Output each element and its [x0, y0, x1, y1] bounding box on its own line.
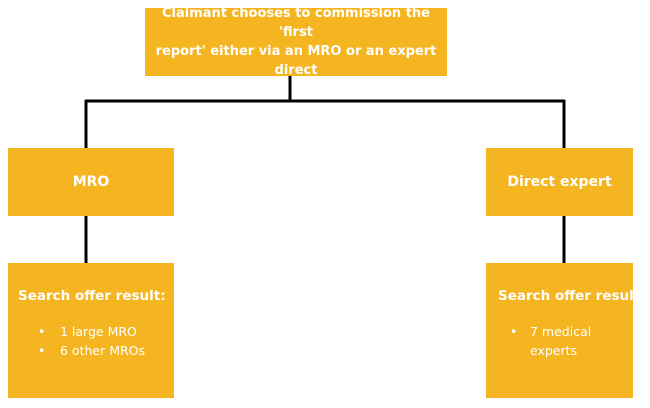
claimant-choice-line1: Claimant chooses to commission the 'firs… [162, 6, 430, 40]
direct-result-list: • 7 medical experts [498, 322, 633, 360]
direct-expert-box: Direct expert [486, 148, 633, 216]
mro-box: MRO [8, 148, 174, 216]
list-item: • 6 other MROs [18, 341, 174, 360]
claimant-choice-line2: report' either via an MRO or an expert d… [155, 44, 437, 78]
mro-search-result-box: Search offer result: • 1 large MRO • 6 o… [8, 263, 174, 398]
list-item: • 7 medical experts [498, 322, 610, 360]
direct-result-title: Search offer result: [498, 288, 646, 304]
bullet-icon: • [38, 343, 46, 358]
direct-result-item-1: 7 medical experts [530, 324, 592, 358]
bullet-icon: • [38, 324, 46, 339]
direct-search-result-box: Search offer result: • 7 medical experts [486, 263, 646, 398]
direct-expert-label: Direct expert [507, 174, 612, 190]
claimant-choice-box: Claimant chooses to commission the 'firs… [145, 6, 447, 78]
mro-result-item-2: 6 other MROs [60, 343, 146, 358]
mro-result-list: • 1 large MRO • 6 other MROs [18, 322, 174, 360]
mro-label: MRO [72, 174, 110, 190]
list-item: • 1 large MRO [18, 322, 174, 341]
mro-result-title: Search offer result: [18, 288, 166, 304]
bullet-icon: • [510, 324, 518, 339]
mro-result-item-1: 1 large MRO [60, 324, 137, 339]
